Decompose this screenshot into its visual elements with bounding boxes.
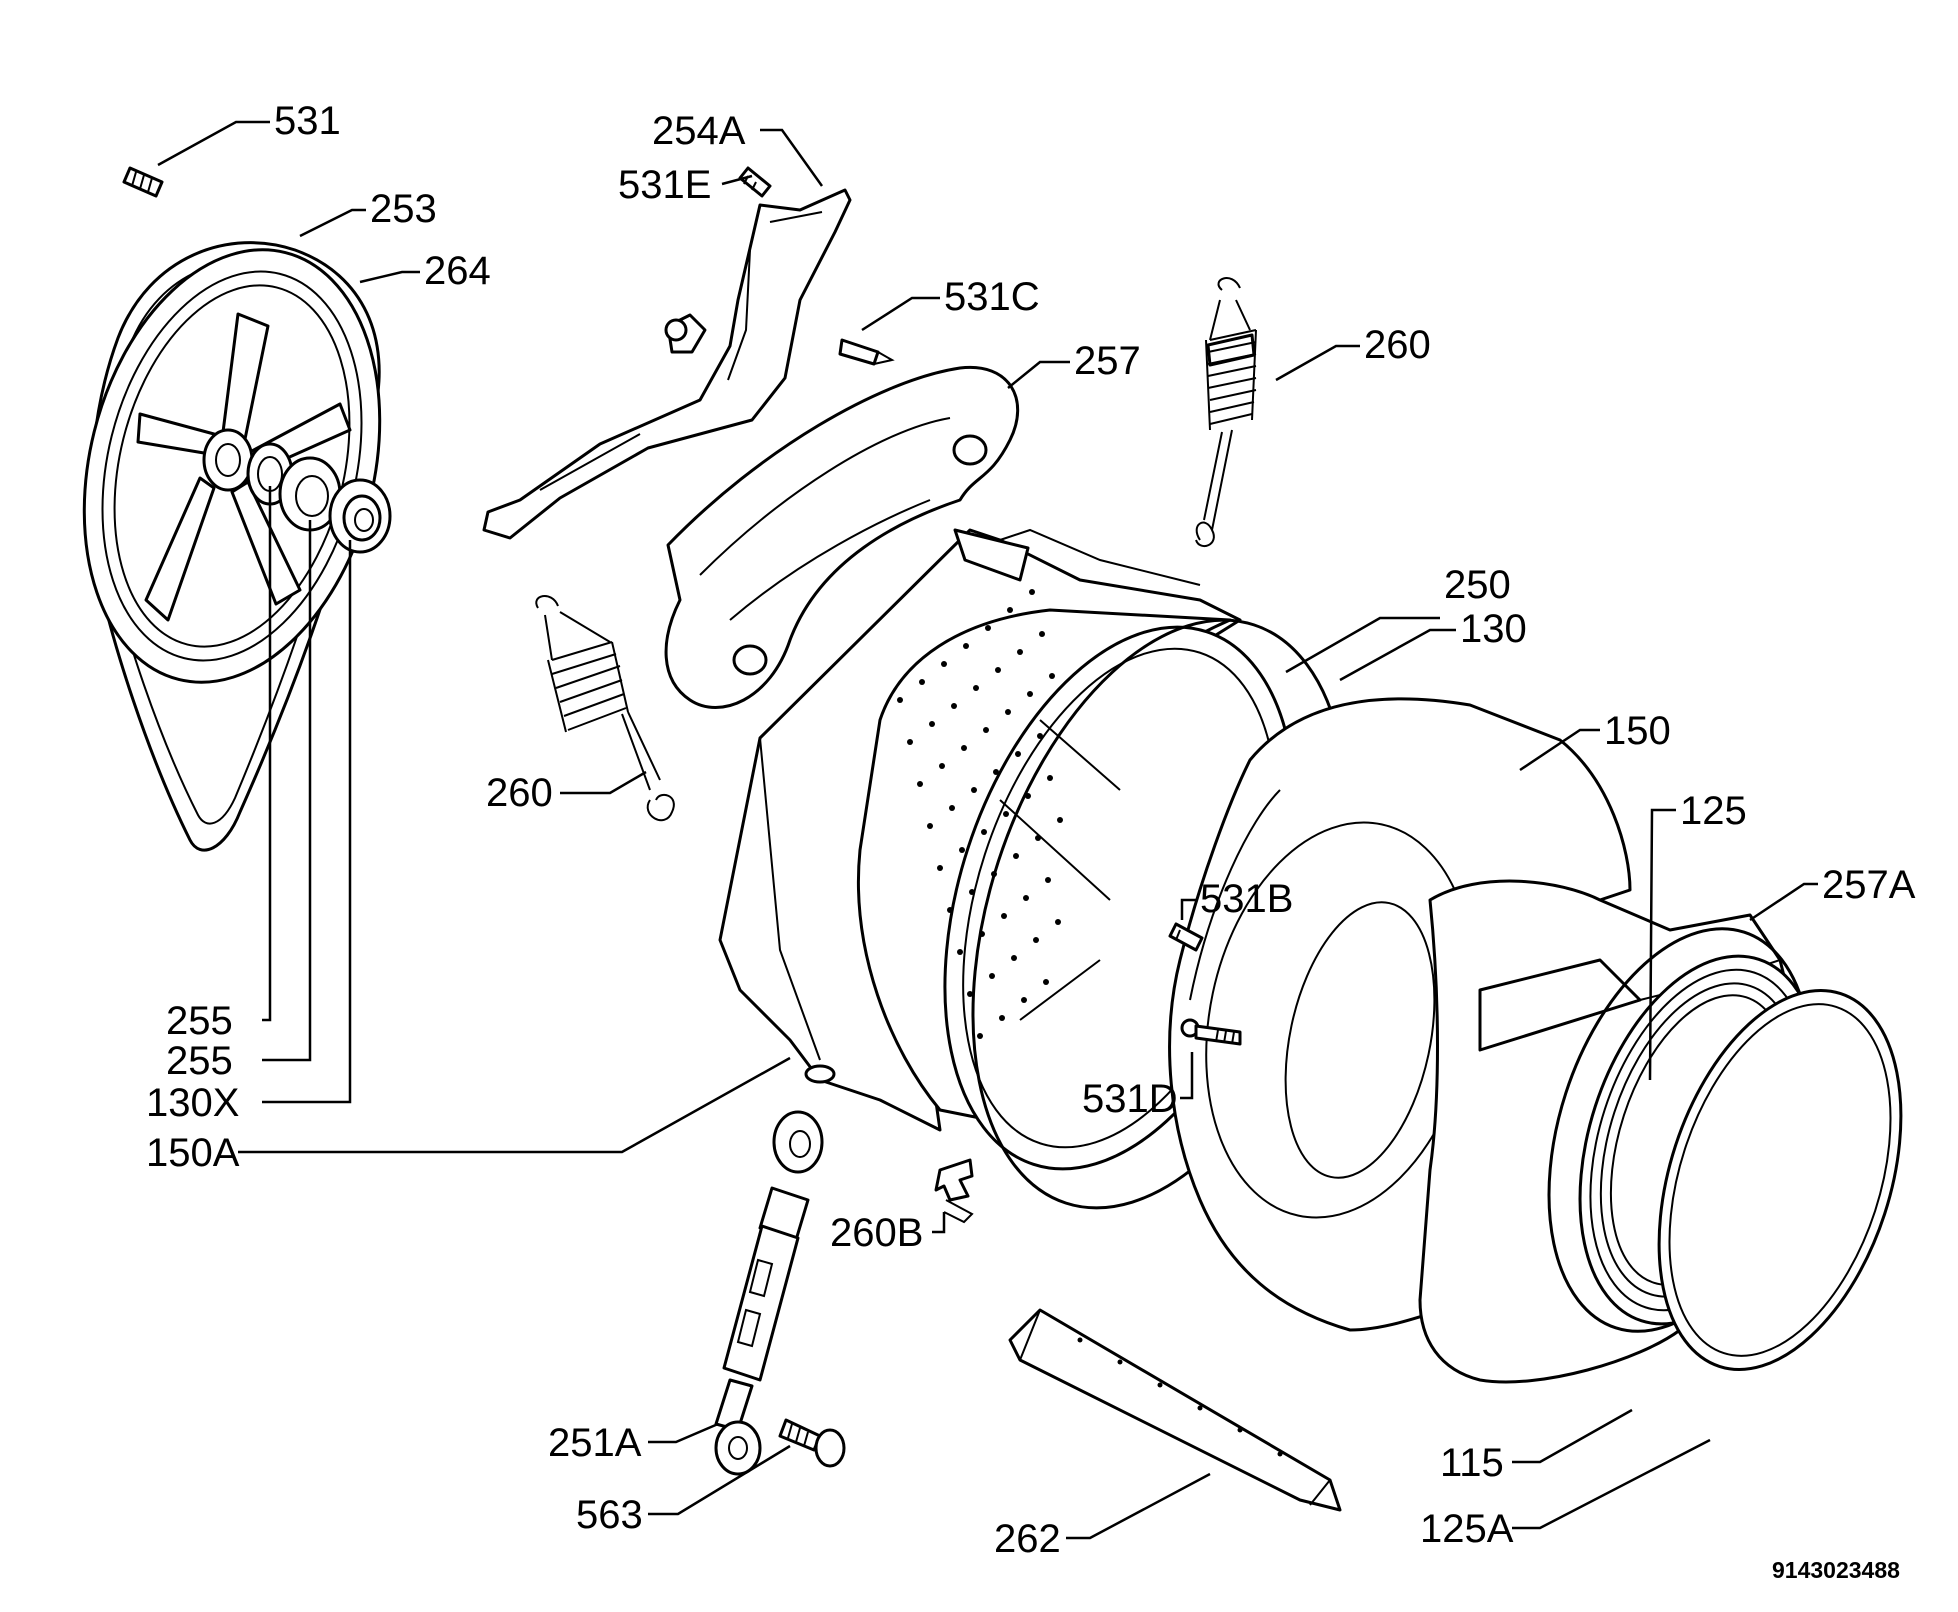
label-257: 257	[1074, 339, 1141, 383]
shock-absorber-251A	[714, 1110, 824, 1476]
perforation-hole	[1035, 835, 1041, 841]
perforation-hole	[929, 721, 935, 727]
spring-260-left	[535, 595, 675, 822]
label-563: 563	[576, 1493, 643, 1537]
counterweight-257	[664, 365, 1020, 709]
perforation-hole	[1037, 733, 1043, 739]
label-262: 262	[994, 1517, 1061, 1561]
document-number: 9143023488	[1772, 1557, 1900, 1583]
perforation-hole	[1001, 913, 1007, 919]
bearing-130X	[328, 478, 392, 554]
label-264: 264	[424, 249, 491, 293]
label-531B: 531B	[1200, 877, 1293, 921]
perforation-hole	[1017, 649, 1023, 655]
label-531C: 531C	[944, 275, 1040, 319]
label-150: 150	[1604, 709, 1671, 753]
label-255-b: 255	[166, 1039, 233, 1083]
perforation-hole	[1015, 751, 1021, 757]
bolt-531D	[1180, 1018, 1242, 1046]
perforation-hole	[973, 685, 979, 691]
clip-260B	[934, 1158, 974, 1224]
perforation-hole	[1011, 955, 1017, 961]
label-130: 130	[1460, 607, 1527, 651]
label-531D: 531D	[1082, 1077, 1178, 1121]
perforation-hole	[949, 805, 955, 811]
perforation-hole	[1049, 673, 1055, 679]
perforation-hole	[1007, 607, 1013, 613]
perforation-hole	[1045, 877, 1051, 883]
part-labels: 531 254A 531E 253 264 531C 257 260 260 2…	[146, 99, 1916, 1583]
label-251A: 251A	[548, 1421, 642, 1465]
perforation-hole	[971, 787, 977, 793]
perforation-hole	[969, 889, 975, 895]
screw-531	[122, 166, 164, 198]
perforation-hole	[985, 625, 991, 631]
perforation-hole	[1047, 775, 1053, 781]
perforation-hole	[957, 949, 963, 955]
perforation-hole	[1029, 589, 1035, 595]
perforation-hole	[951, 703, 957, 709]
perforation-hole	[941, 661, 947, 667]
mounting-strip-262	[1008, 1308, 1342, 1512]
perforation-hole	[907, 739, 913, 745]
label-130X: 130X	[146, 1081, 239, 1125]
perforation-hole	[967, 991, 973, 997]
perforation-hole	[961, 745, 967, 751]
perforation-hole	[977, 1033, 983, 1039]
perforation-hole	[919, 679, 925, 685]
label-253: 253	[370, 187, 437, 231]
perforation-hole	[897, 697, 903, 703]
perforation-hole	[1023, 895, 1029, 901]
label-125: 125	[1680, 789, 1747, 833]
screw-531C	[838, 338, 895, 366]
perforation-hole	[1057, 817, 1063, 823]
perforation-hole	[927, 823, 933, 829]
label-125A: 125A	[1420, 1507, 1514, 1551]
perforation-hole	[947, 907, 953, 913]
label-260-top: 260	[1364, 323, 1431, 367]
label-257A: 257A	[1822, 863, 1916, 907]
perforation-hole	[993, 769, 999, 775]
label-260-left: 260	[486, 771, 553, 815]
perforation-hole	[1013, 853, 1019, 859]
perforation-hole	[959, 847, 965, 853]
perforation-hole	[939, 763, 945, 769]
perforation-hole	[1027, 691, 1033, 697]
perforation-hole	[1033, 937, 1039, 943]
perforation-hole	[989, 973, 995, 979]
screw-531E	[738, 166, 772, 198]
counterweight-bracket-254A	[482, 188, 852, 540]
perforation-hole	[983, 727, 989, 733]
label-531E: 531E	[618, 163, 711, 207]
perforation-hole	[1039, 631, 1045, 637]
perforation-hole	[917, 781, 923, 787]
label-255-a: 255	[166, 999, 233, 1043]
screw-531B	[1168, 922, 1204, 952]
clamp-ring-125A	[1657, 989, 1903, 1371]
perforation-hole	[1043, 979, 1049, 985]
leader-lines	[157, 120, 1818, 1540]
perforation-hole	[1021, 997, 1027, 1003]
perforation-hole	[995, 667, 1001, 673]
label-150A: 150A	[146, 1131, 240, 1175]
label-254A: 254A	[652, 109, 746, 153]
front-tub-150	[1168, 697, 1632, 1332]
pulley-wheel	[82, 248, 382, 684]
perforation-hole	[981, 829, 987, 835]
perforation-hole	[999, 1015, 1005, 1021]
label-250: 250	[1444, 563, 1511, 607]
label-531: 531	[274, 99, 341, 143]
spring-260-top	[1195, 277, 1257, 548]
perforation-hole	[1055, 919, 1061, 925]
label-260B: 260B	[830, 1211, 923, 1255]
perforation-hole	[963, 643, 969, 649]
perforation-hole	[1005, 709, 1011, 715]
perforation-hole	[937, 865, 943, 871]
perforation-hole	[1003, 811, 1009, 817]
bolt-563	[778, 1418, 846, 1468]
label-115: 115	[1440, 1441, 1504, 1485]
